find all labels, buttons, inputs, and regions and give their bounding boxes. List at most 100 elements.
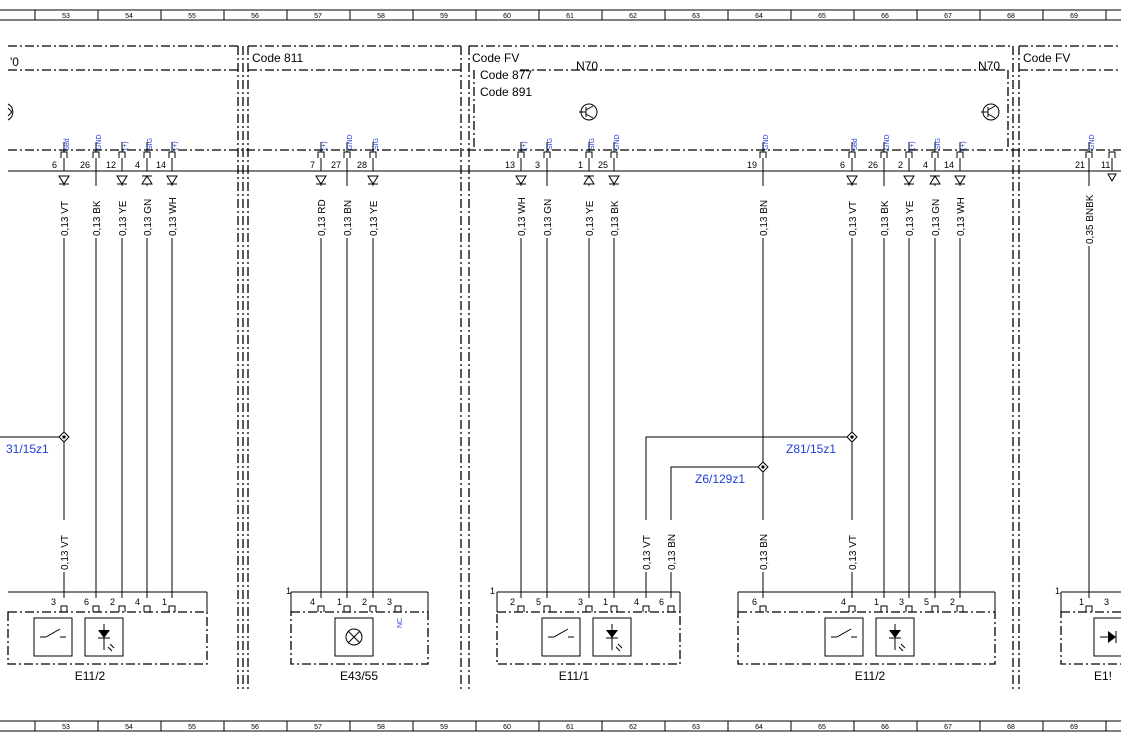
pin-number: 4 [310, 597, 315, 607]
component-e11-2-right: 6 4 1 3 5 2 E11/2 [737, 591, 996, 683]
section-boundaries [8, 45, 1121, 690]
grid-number: 62 [629, 13, 637, 20]
wire-label: 0,13 YE [905, 200, 916, 236]
wire-label: 0,13 BK [610, 200, 621, 236]
pin-number: 1 [490, 586, 495, 596]
grid-number: 67 [944, 13, 952, 20]
section-label-code877: Code 877 [480, 68, 532, 82]
component-e43-55: 1 4 1 2 3 NC E43/55 [286, 586, 429, 683]
splice-points: 31/15z1 Z81/15z1 Z6/129z1 [0, 431, 858, 486]
grid-number: 67 [944, 724, 952, 731]
grid-number: 56 [251, 724, 259, 731]
grid-number: 64 [755, 13, 763, 20]
wire-label-backgrounds [58, 186, 1095, 572]
transistor-icon [7, 103, 14, 121]
connector-pin: (+)2 [898, 141, 916, 171]
grid-number: 64 [755, 724, 763, 731]
grid-number: 68 [1007, 13, 1015, 20]
switch-icon [824, 617, 864, 657]
pin-number: 4 [841, 597, 846, 607]
pin-signal: SIG [547, 138, 554, 150]
grid-number: 54 [125, 724, 133, 731]
pin-number: 3 [1104, 597, 1109, 607]
wire-label: 0,13 BN [343, 200, 354, 236]
pin-signal: GND [614, 134, 621, 150]
grid-number: 61 [566, 724, 574, 731]
pin-signal: (+) [122, 141, 129, 150]
wire-label: 0,13 BN [759, 534, 770, 570]
wire-label: 0,13 BK [880, 200, 891, 236]
switch-icon [541, 617, 581, 657]
component-e1-partial: 1 1 3 E1! [1055, 586, 1121, 683]
pin-number: 26 [868, 160, 878, 170]
connector-pin: (+)14 [156, 141, 179, 171]
wire-label: 0,13 BN [667, 534, 678, 570]
grid-number: 61 [566, 13, 574, 20]
led-icon [1093, 617, 1121, 657]
pin-number: 11 [1101, 160, 1110, 170]
pin-signal: GND [763, 134, 770, 150]
nc-label: NC [397, 618, 404, 628]
pin-signal: GND [884, 134, 891, 150]
connector-pin: SIG 28 [357, 138, 380, 171]
lower-wire-labels: 0,13 VT 0,13 VT 0,13 BN 0,13 BN 0,13 VT [60, 534, 859, 570]
pin-number: 6 [659, 597, 664, 607]
grid-number: 54 [125, 13, 133, 20]
grid-number: 58 [377, 724, 385, 731]
wire-label: 0,13 RD [317, 199, 328, 236]
pin-signal: (+) [321, 141, 328, 150]
component-e11-2: 3 6 2 4 1 E11/2 [7, 591, 208, 683]
module-label-n70: N70 [576, 59, 598, 73]
pin-number: 1 [578, 160, 583, 170]
pin-signal: GND [1089, 134, 1096, 150]
pin-number: 2 [950, 597, 955, 607]
wire-label: 0,35 BNBK [1085, 194, 1096, 244]
led-icon [592, 617, 632, 657]
module-label-n70: N70 [978, 59, 1000, 73]
transistor-icon [981, 103, 1000, 121]
grid-number: 60 [503, 13, 511, 20]
pin-number: 3 [899, 597, 904, 607]
pin-number: 2 [362, 597, 367, 607]
grid-number: 63 [692, 724, 700, 731]
grid-number: 57 [314, 13, 322, 20]
pin-number: 12 [106, 160, 116, 170]
pin-number: 1 [286, 586, 291, 596]
wire-label: 0,13 YE [369, 200, 380, 236]
grid-number: 55 [188, 724, 196, 731]
pin-number: 4 [634, 597, 639, 607]
pin-number: 4 [135, 160, 140, 170]
pin-number: 27 [331, 160, 341, 170]
grid-number: 65 [818, 13, 826, 20]
pin-number: 28 [357, 160, 367, 170]
pin-signal: GND [347, 134, 354, 150]
led-icon [875, 617, 915, 657]
component-label: E43/55 [340, 669, 378, 683]
section-label-codefv: Code FV [472, 51, 519, 65]
wire-label: 0,13 VT [848, 535, 859, 570]
wire-label: 0,13 WH [168, 197, 179, 236]
grid-number: 58 [377, 13, 385, 20]
pin-number: 26 [80, 160, 90, 170]
grid-number: 53 [62, 724, 70, 731]
grid-number: 59 [440, 13, 448, 20]
grid-number: 60 [503, 724, 511, 731]
connector-pin: (+)13 [505, 141, 528, 171]
pin-number: 1 [874, 597, 879, 607]
grid-number: 55 [188, 13, 196, 20]
section-label-code811: Code 811 [252, 51, 303, 65]
section-label-left: '0 [10, 55, 19, 69]
pin-signal: SIG [373, 138, 380, 150]
pin-number: 1 [162, 597, 167, 607]
splice-label: 31/15z1 [6, 442, 49, 456]
top-grid-bar: 53 54 55 56 57 58 59 60 61 62 63 64 65 6… [0, 9, 1121, 21]
